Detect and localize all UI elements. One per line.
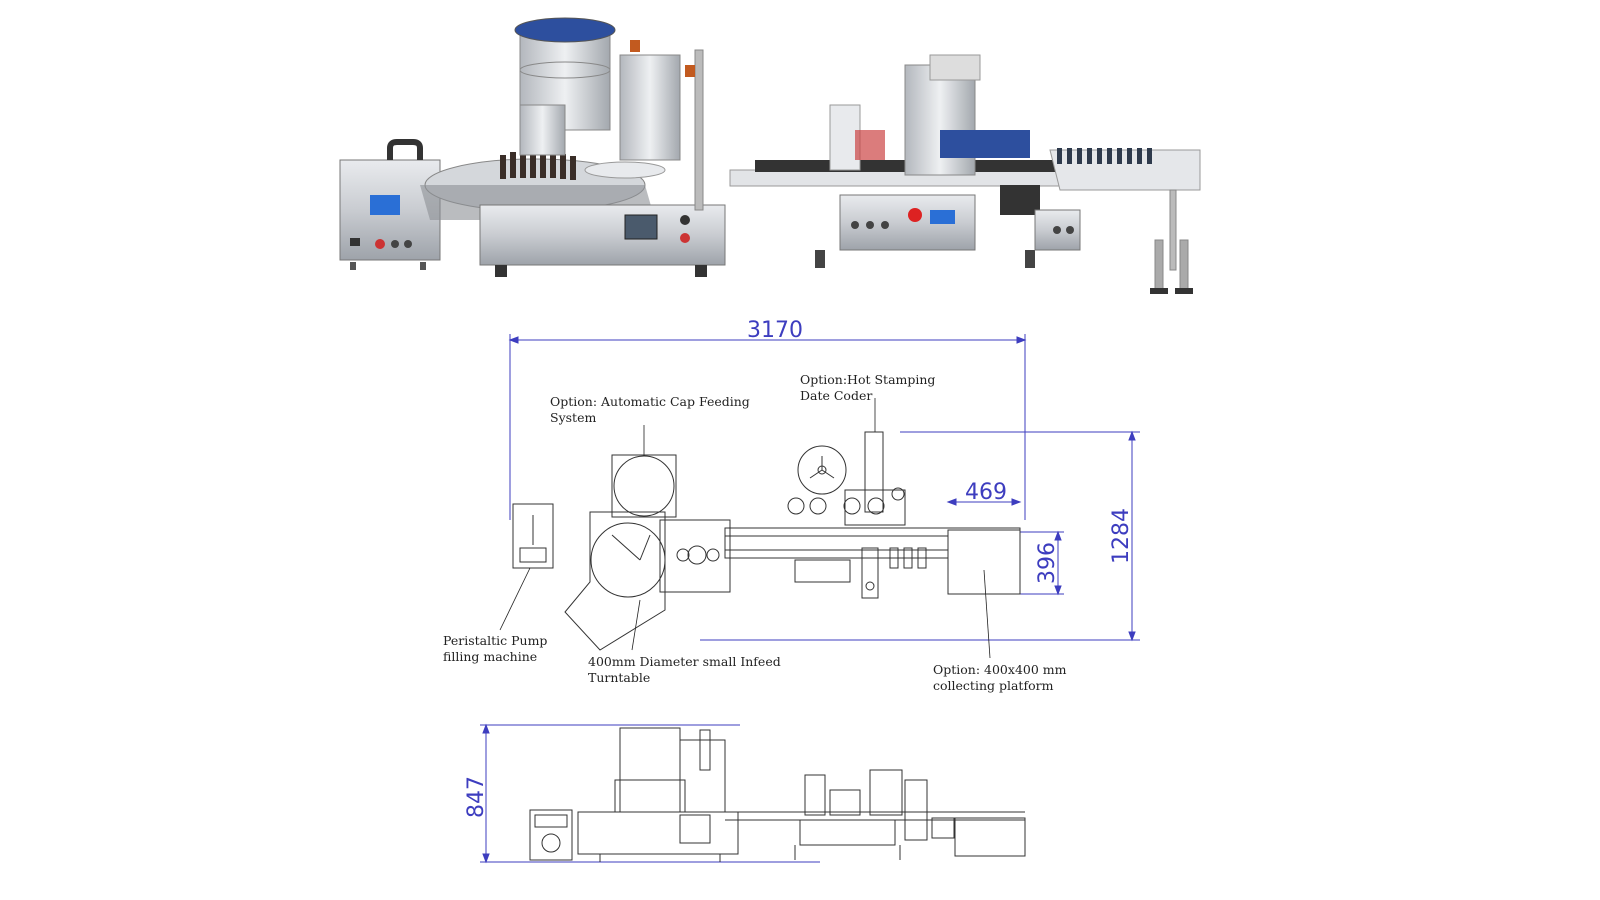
photo-capping-machine [479,17,726,277]
dim-overall-height: 847 [464,776,489,818]
side-dimension-lines [480,723,820,864]
callout-peristaltic-pump: Peristaltic Pump filling machine [443,633,547,665]
plan-machine-outline [512,431,1021,651]
dim-platform-width: 396 [1035,542,1060,584]
photo-labeling-machine [729,54,1081,268]
callout-collecting-platform-line2: collecting platform [933,678,1054,693]
product-photo [339,17,1201,294]
callout-turntable-line2: Turntable [588,670,651,685]
dim-overall-width: 1284 [1109,508,1134,564]
callout-hot-stamping-line1: Option:Hot Stamping [800,372,936,387]
dim-overall-length: 3170 [747,318,803,343]
callout-hot-stamping-line2: Date Coder [800,388,873,403]
callout-turntable-line1: 400mm Diameter small Infeed [588,654,781,669]
photo-pump-unit [339,139,441,270]
callout-peristaltic-pump-line1: Peristaltic Pump [443,633,548,648]
callout-collecting-platform: Option: 400x400 mm collecting platform [933,662,1066,694]
photo-collecting-platform [1049,148,1201,294]
callout-hot-stamping: Option:Hot Stamping Date Coder [800,372,935,404]
plan-leader-lines [499,398,991,659]
callout-cap-feeding: Option: Automatic Cap Feeding System [550,394,750,426]
callout-turntable: 400mm Diameter small Infeed Turntable [588,654,781,686]
plan-dimension-lines [508,334,1140,642]
plan-dimension-labels: 3170 469 1284 396 [747,318,1134,584]
callout-collecting-platform-line1: Option: 400x400 mm [933,662,1067,677]
callout-peristaltic-pump-line2: filling machine [443,649,538,664]
side-machine-outline [529,727,1026,862]
callout-cap-feeding-line1: Option: Automatic Cap Feeding [550,394,750,409]
callout-cap-feeding-line2: System [550,410,597,425]
dim-platform-length: 469 [965,480,1007,505]
